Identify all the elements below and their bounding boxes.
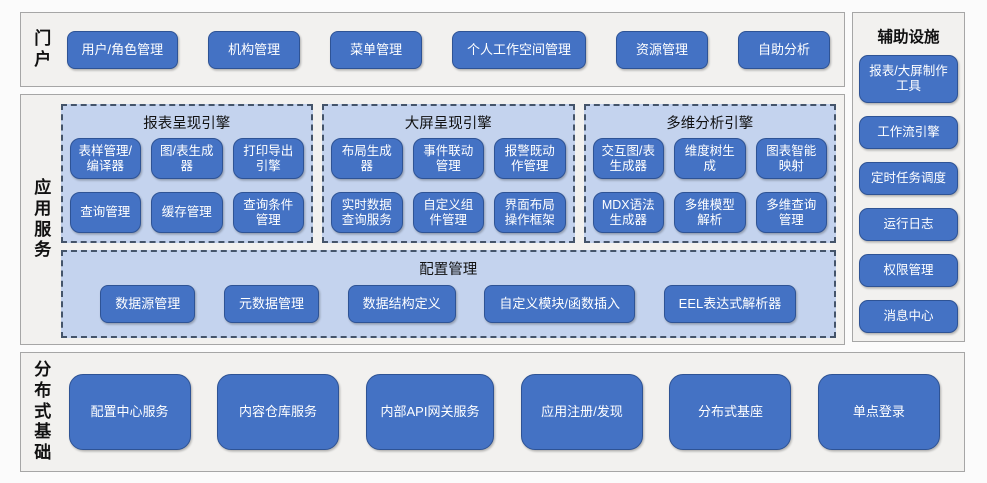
config-item-eel-parser[interactable]: EEL表达式解析器: [663, 285, 797, 323]
portal-item-resource-mgmt[interactable]: 资源管理: [616, 30, 708, 69]
olap-engine-panel: 多维分析引擎 交互图/表生成器 维度树生成 图表智能映射 MDX语法生成器 多维…: [583, 104, 836, 243]
foundation-item-api-gateway[interactable]: 内部API网关服务: [365, 374, 495, 450]
config-mgmt-title: 配置管理: [419, 262, 478, 278]
config-item-data-structure[interactable]: 数据结构定义: [347, 285, 456, 323]
foundation-section: 分布式基础 配置中心服务 内容仓库服务 内部API网关服务 应用注册/发现 分布…: [20, 352, 965, 472]
bigscreen-item-event-linkage[interactable]: 事件联动管理: [412, 138, 485, 179]
bigscreen-engine-title: 大屏呈现引擎: [404, 116, 492, 132]
olap-item-multidim-query[interactable]: 多维查询管理: [755, 192, 827, 233]
olap-item-model-parsing[interactable]: 多维模型解析: [674, 192, 746, 233]
config-item-metadata-mgmt[interactable]: 元数据管理: [223, 285, 319, 323]
olap-engine-title: 多维分析引擎: [666, 116, 754, 132]
report-item-query-mgmt[interactable]: 查询管理: [69, 192, 142, 233]
foundation-item-app-registry[interactable]: 应用注册/发现: [520, 374, 643, 450]
auxiliary-section: 辅助设施 报表/大屏制作工具 工作流引擎 定时任务调度 运行日志 权限管理 消息…: [852, 12, 965, 342]
report-engine-grid: 表样管理/编译器 图/表生成器 打印导出引擎 查询管理 缓存管理 查询条件管理: [69, 138, 305, 233]
portal-item-self-analysis[interactable]: 自助分析: [737, 30, 830, 69]
config-mgmt-panel: 配置管理 数据源管理 元数据管理 数据结构定义 自定义模块/函数插入 EEL表达…: [60, 250, 836, 338]
report-item-print-export[interactable]: 打印导出引擎: [232, 138, 305, 179]
aux-item-workflow-engine[interactable]: 工作流引擎: [859, 116, 958, 149]
config-item-datasource-mgmt[interactable]: 数据源管理: [100, 285, 196, 323]
config-mgmt-row: 数据源管理 元数据管理 数据结构定义 自定义模块/函数插入 EEL表达式解析器: [70, 284, 827, 328]
foundation-item-sso[interactable]: 单点登录: [817, 374, 940, 450]
bigscreen-item-custom-component[interactable]: 自定义组件管理: [412, 192, 485, 233]
portal-section: 门户 用户/角色管理 机构管理 菜单管理 个人工作空间管理 资源管理 自助分析: [20, 12, 845, 87]
foundation-button-row: 配置中心服务 内容仓库服务 内部API网关服务 应用注册/发现 分布式基座 单点…: [59, 374, 964, 450]
portal-item-user-role-mgmt[interactable]: 用户/角色管理: [66, 30, 179, 69]
foundation-item-content-repo[interactable]: 内容仓库服务: [217, 374, 340, 450]
engine-panels-row: 报表呈现引擎 表样管理/编译器 图/表生成器 打印导出引擎 查询管理 缓存管理 …: [60, 104, 836, 243]
olap-item-smart-mapping[interactable]: 图表智能映射: [755, 138, 827, 179]
report-engine-title: 报表呈现引擎: [143, 116, 231, 132]
aux-item-message-center[interactable]: 消息中心: [859, 300, 958, 333]
auxiliary-button-column: 报表/大屏制作工具 工作流引擎 定时任务调度 运行日志 权限管理 消息中心: [859, 55, 958, 333]
portal-item-workspace-mgmt[interactable]: 个人工作空间管理: [452, 30, 587, 69]
report-item-chart-generator[interactable]: 图/表生成器: [151, 138, 223, 179]
portal-button-row: 用户/角色管理 机构管理 菜单管理 个人工作空间管理 资源管理 自助分析: [59, 30, 844, 69]
bigscreen-engine-panel: 大屏呈现引擎 布局生成器 事件联动管理 报警既动作管理 实时数据查询服务 自定义…: [322, 104, 575, 243]
bigscreen-engine-grid: 布局生成器 事件联动管理 报警既动作管理 实时数据查询服务 自定义组件管理 界面…: [331, 138, 566, 233]
report-item-query-condition[interactable]: 查询条件管理: [232, 192, 305, 233]
report-item-style-compiler[interactable]: 表样管理/编译器: [69, 138, 142, 179]
config-item-custom-module-function[interactable]: 自定义模块/函数插入: [484, 285, 635, 323]
app-services-label: 应用服务: [34, 178, 52, 260]
report-engine-panel: 报表呈现引擎 表样管理/编译器 图/表生成器 打印导出引擎 查询管理 缓存管理 …: [60, 104, 314, 243]
auxiliary-title: 辅助设施: [877, 29, 940, 46]
foundation-item-distributed-base[interactable]: 分布式基座: [669, 374, 792, 450]
aux-item-report-screen-tool[interactable]: 报表/大屏制作工具: [859, 55, 958, 103]
olap-item-mdx-generator[interactable]: MDX语法生成器: [592, 192, 664, 233]
foundation-item-config-center[interactable]: 配置中心服务: [68, 374, 191, 450]
aux-item-permission-mgmt[interactable]: 权限管理: [859, 254, 958, 287]
bigscreen-item-alarm-action[interactable]: 报警既动作管理: [494, 138, 566, 179]
aux-item-run-log[interactable]: 运行日志: [859, 208, 958, 241]
app-services-content: 报表呈现引擎 表样管理/编译器 图/表生成器 打印导出引擎 查询管理 缓存管理 …: [59, 95, 844, 344]
portal-label: 门户: [34, 28, 52, 69]
olap-item-dimension-tree[interactable]: 维度树生成: [674, 138, 746, 179]
bigscreen-item-realtime-query[interactable]: 实时数据查询服务: [331, 192, 403, 233]
report-item-cache-mgmt[interactable]: 缓存管理: [151, 192, 223, 233]
olap-item-interactive-chart[interactable]: 交互图/表生成器: [592, 138, 664, 179]
portal-item-menu-mgmt[interactable]: 菜单管理: [330, 30, 423, 69]
foundation-label: 分布式基础: [34, 360, 52, 463]
bigscreen-item-ui-layout-framework[interactable]: 界面布局操作框架: [494, 192, 566, 233]
app-services-section: 应用服务 报表呈现引擎 表样管理/编译器 图/表生成器 打印导出引擎 查询管理 …: [20, 94, 845, 345]
aux-item-task-scheduler[interactable]: 定时任务调度: [859, 162, 958, 195]
bigscreen-item-layout-generator[interactable]: 布局生成器: [331, 138, 403, 179]
portal-item-org-mgmt[interactable]: 机构管理: [208, 30, 301, 69]
olap-engine-grid: 交互图/表生成器 维度树生成 图表智能映射 MDX语法生成器 多维模型解析 多维…: [592, 138, 827, 233]
